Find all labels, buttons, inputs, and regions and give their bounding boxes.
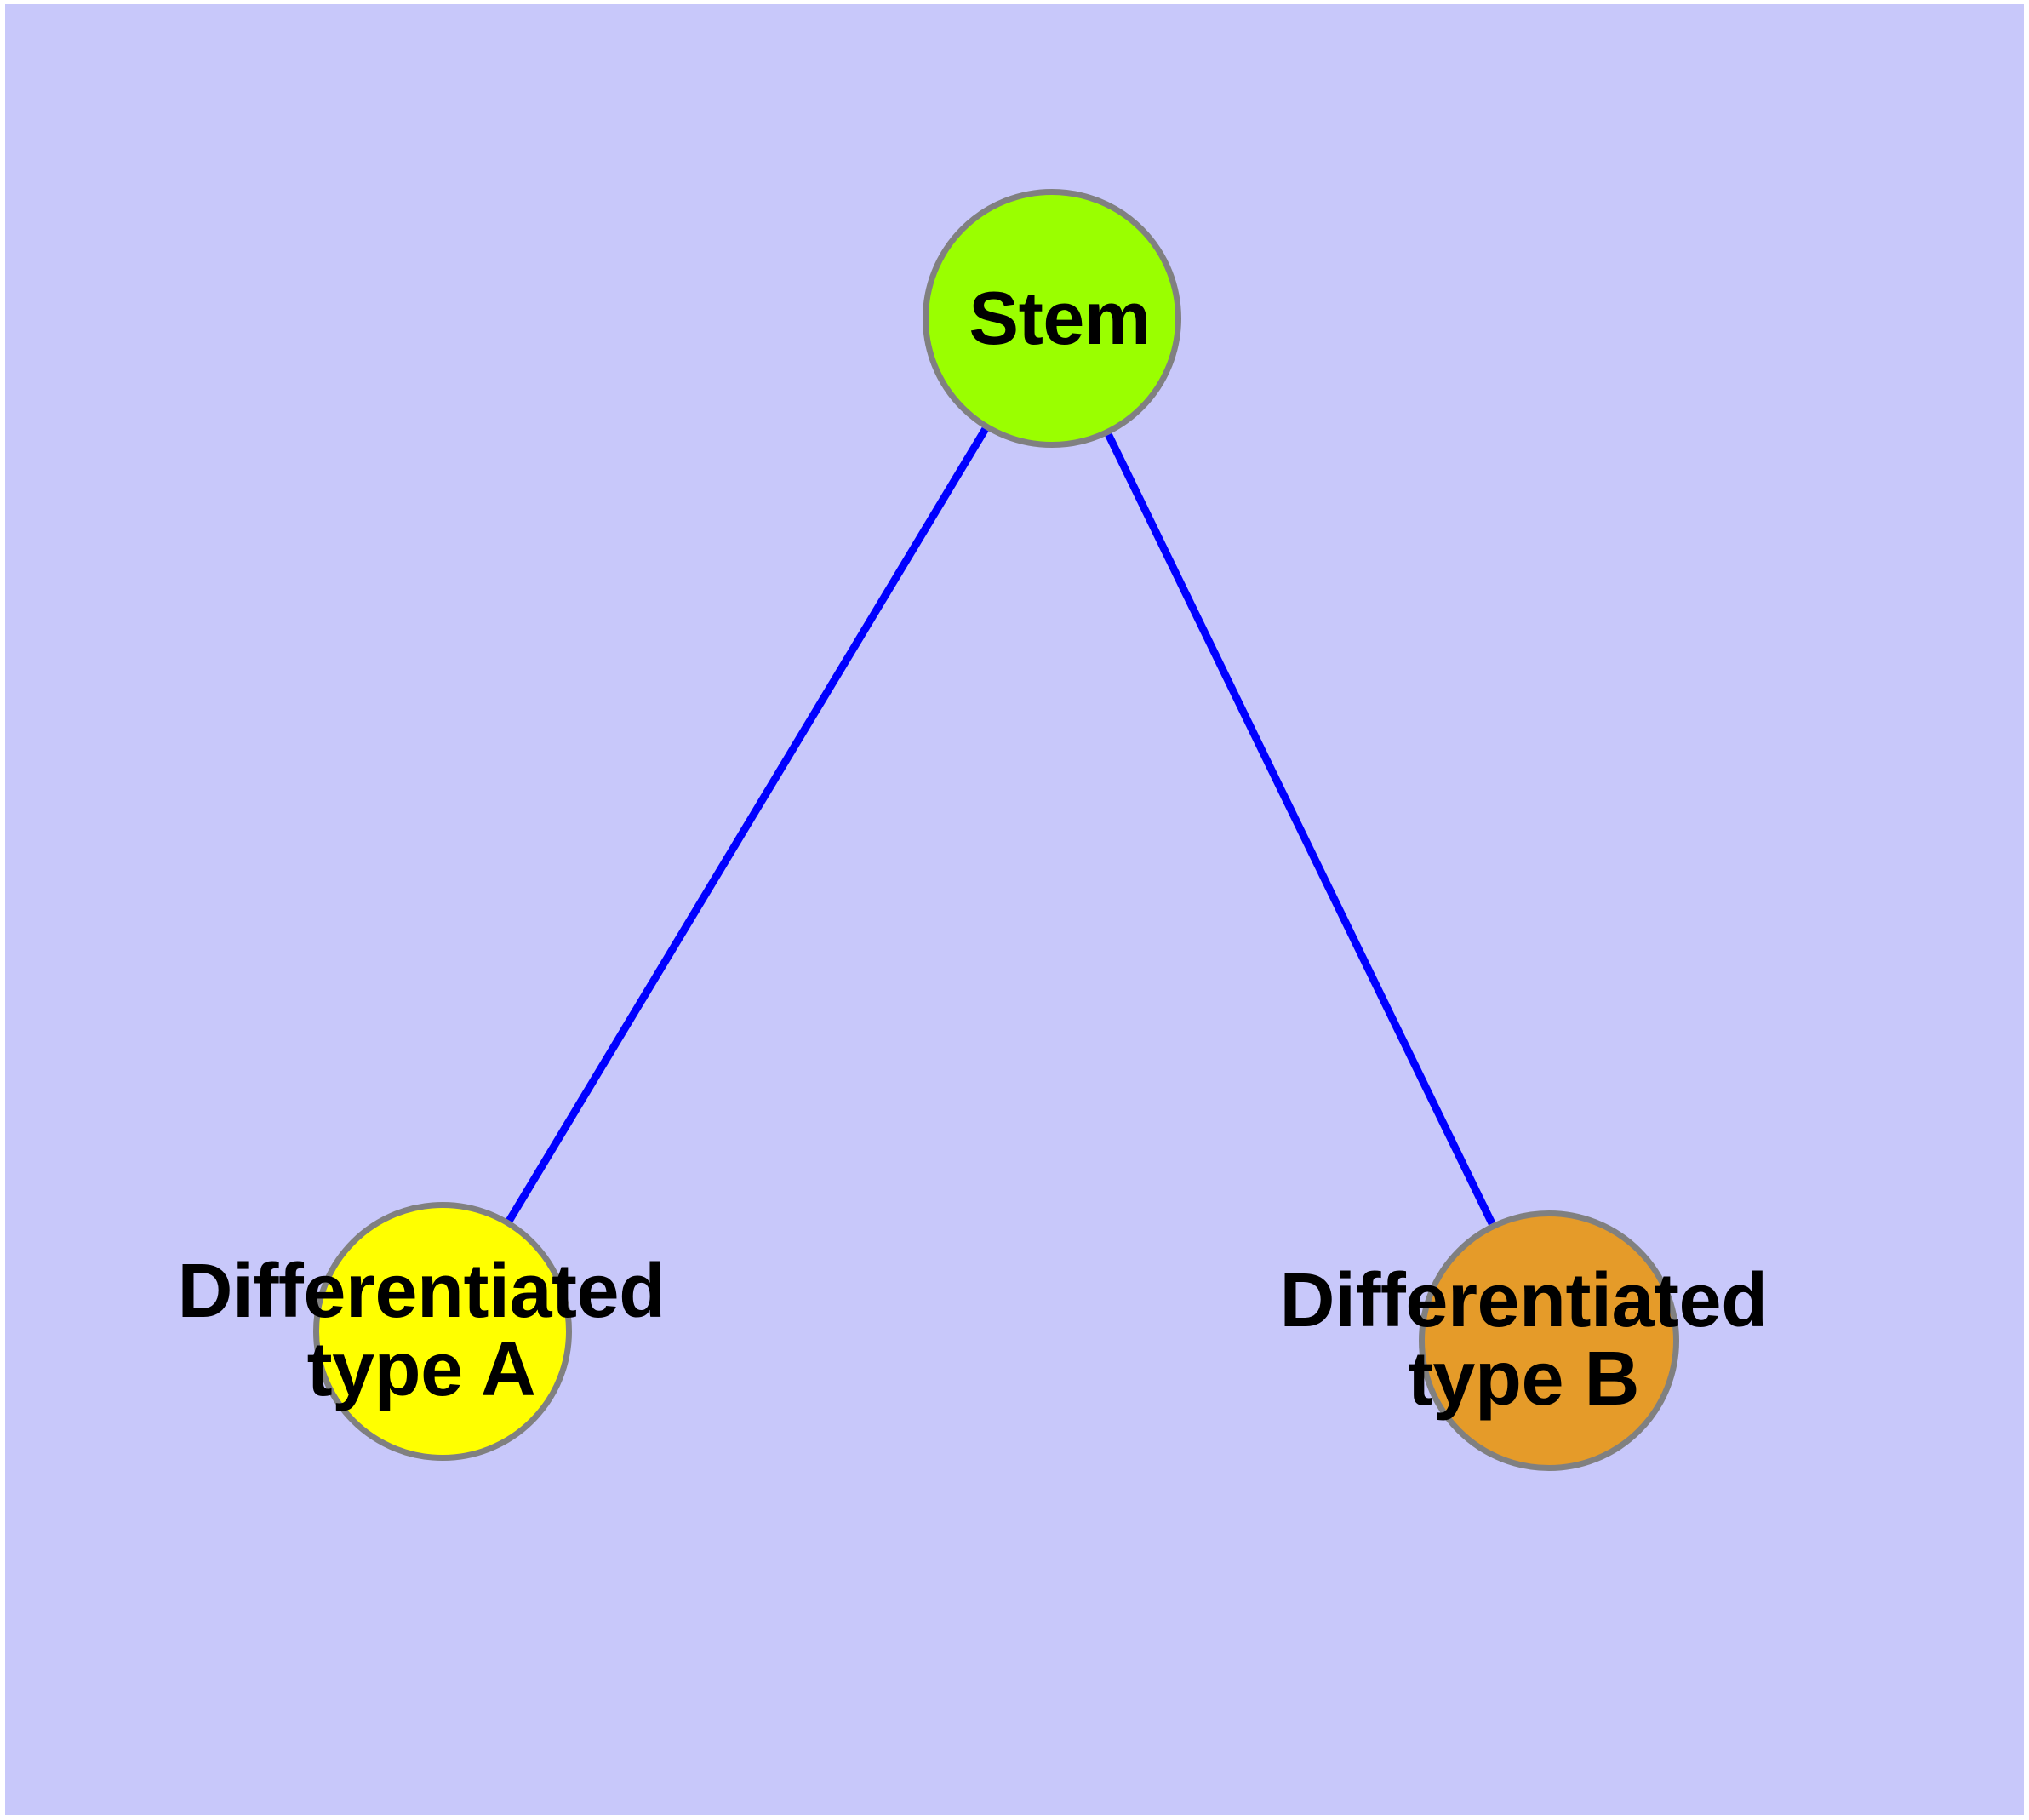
edge-stem-to-differentiated-type-a[interactable] [506, 426, 989, 1223]
edge-stem-to-differentiated-type-b[interactable] [1105, 432, 1496, 1226]
node-group [313, 189, 1679, 1471]
node-differentiated-type-b[interactable] [1419, 1210, 1679, 1471]
node-differentiated-type-a[interactable] [313, 1202, 572, 1461]
edge-group [506, 426, 1496, 1226]
node-stem[interactable] [923, 189, 1181, 448]
